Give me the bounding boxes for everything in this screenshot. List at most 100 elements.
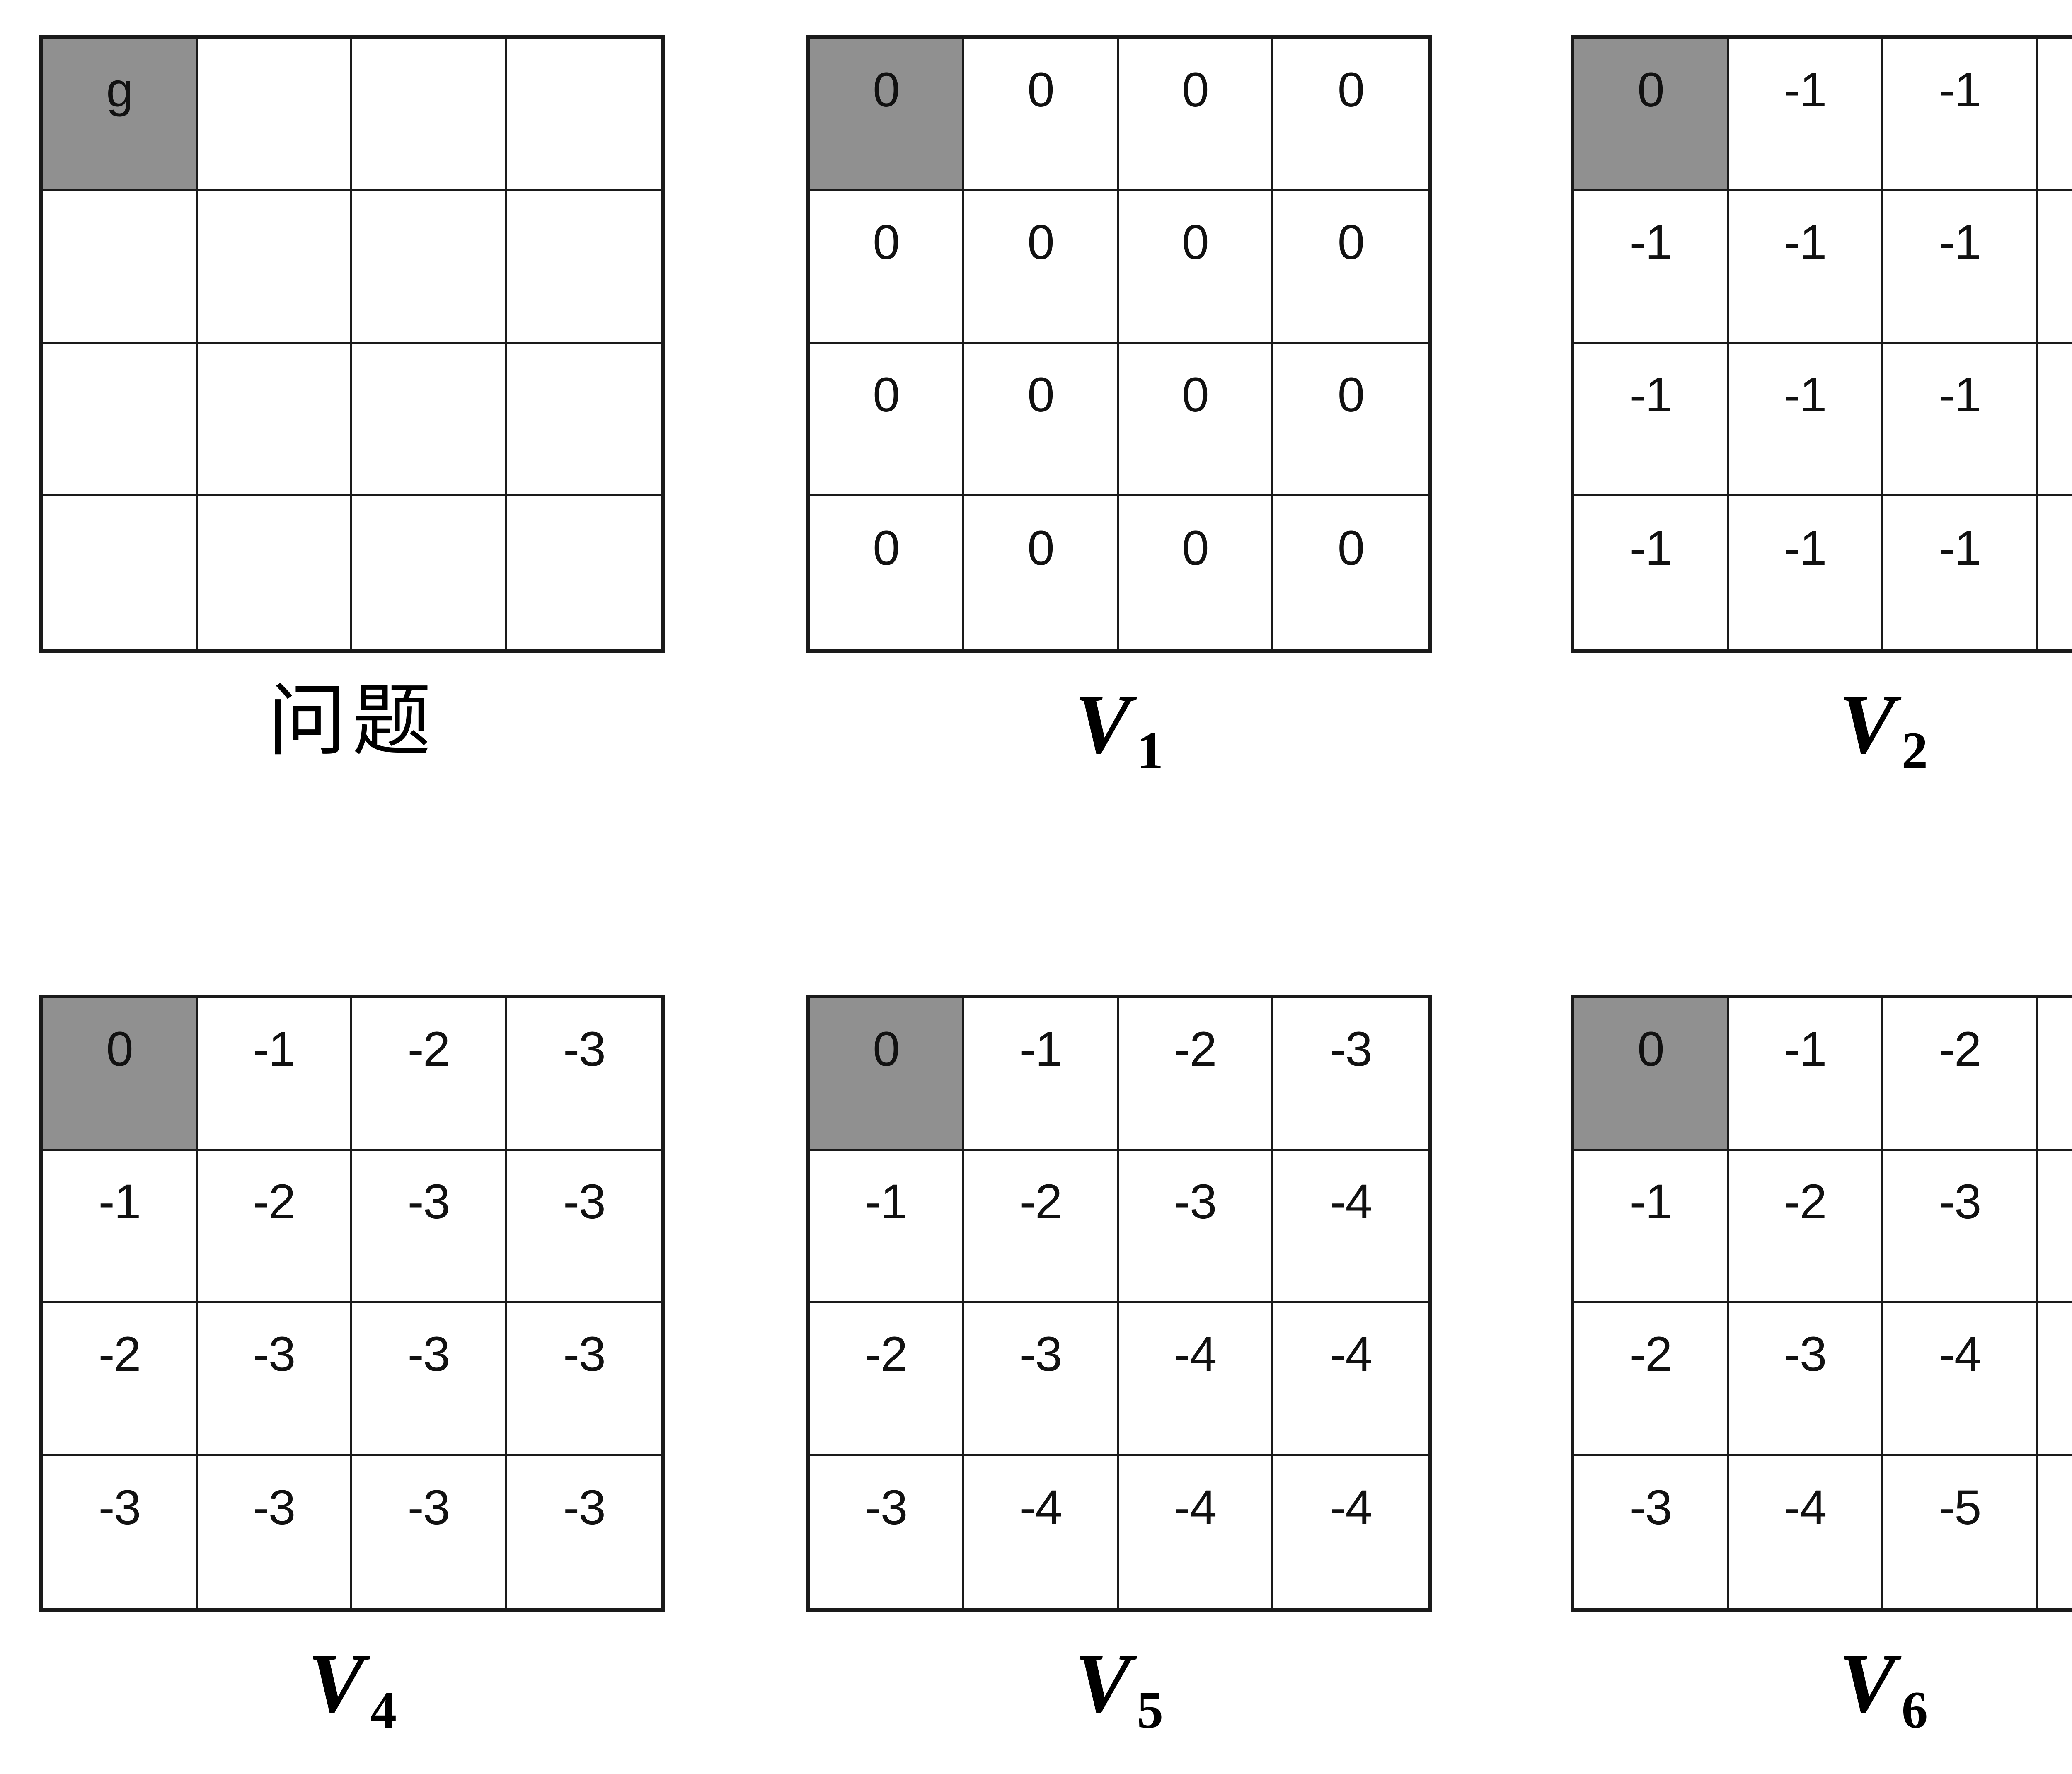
grid-cell	[352, 344, 507, 496]
cell-value: 0	[1027, 63, 1055, 118]
grid-cell: -3	[507, 1303, 661, 1456]
cell-value: -1	[1784, 1022, 1827, 1077]
grid-v5: 0-1-2-3-1-2-3-4-2-3-4-4-3-4-4-4	[806, 995, 1432, 1612]
cell-value: -3	[1939, 1174, 1982, 1229]
grid-cell	[198, 496, 352, 649]
grid-cell	[198, 39, 352, 191]
panel-caption-v2: V2	[1571, 682, 2072, 777]
grid-cell: -2	[198, 1151, 352, 1303]
grid-cell: -1	[43, 1151, 198, 1303]
cell-value: -5	[2038, 1483, 2072, 1532]
grid-cell: 0	[964, 344, 1119, 496]
grid-cell: -2	[1729, 1151, 1883, 1303]
cell-value: -3	[407, 1480, 450, 1535]
cell-value: 0	[1337, 215, 1365, 270]
panel-v6: 0-1-2-3-1-2-3-4-2-3-4-5-3-4-5-5V6	[1571, 995, 2072, 1737]
cell-value: -3	[2038, 1025, 2072, 1074]
cell-value: 0	[106, 1022, 133, 1077]
cell-value: -1	[1629, 1174, 1673, 1229]
grid-cell: -1	[1729, 39, 1883, 191]
panel-v2: 0-1-1-1-1-1-1-1-1-1-1-1-1-1-1-1V2	[1571, 35, 2072, 777]
grid-cell: 0	[1119, 344, 1273, 496]
cell-value: -3	[1019, 1327, 1063, 1382]
cell-value: -1	[2038, 370, 2072, 419]
grid-cell: -4	[1119, 1456, 1273, 1608]
grid-problem: g	[39, 35, 665, 653]
cell-value: -4	[1939, 1327, 1982, 1382]
cell-value: -3	[1174, 1174, 1217, 1229]
grid-cell: -2	[1574, 1303, 1729, 1456]
cell-value: -3	[563, 1327, 606, 1382]
grid-cell: -1	[198, 998, 352, 1151]
cell-value: 0	[1337, 63, 1365, 118]
cell-value: 0	[1027, 215, 1055, 270]
cell-value: -3	[98, 1480, 141, 1535]
caption-symbol: V	[1074, 677, 1133, 771]
grid-cell: -3	[198, 1456, 352, 1608]
cell-value: -1	[1629, 215, 1673, 270]
grid-cell: -3	[964, 1303, 1119, 1456]
cell-value: 0	[1337, 368, 1365, 423]
cell-value: -1	[1629, 368, 1673, 423]
grid-cell: 0	[810, 39, 964, 191]
caption-subscript: 5	[1137, 1681, 1164, 1740]
grid-cell: -1	[1729, 998, 1883, 1151]
cell-value: -1	[1784, 368, 1827, 423]
cell-value: 0	[1027, 368, 1055, 423]
cell-value: -2	[865, 1327, 908, 1382]
cell-value: -1	[1939, 521, 1982, 576]
cell-value: -5	[2038, 1330, 2072, 1379]
cell-value: -2	[407, 1022, 450, 1077]
grid-cell: -3	[198, 1303, 352, 1456]
grid-cell: -4	[2038, 1151, 2072, 1303]
cell-value: -1	[98, 1174, 141, 1229]
grid-cell: -3	[507, 1456, 661, 1608]
cell-value: -4	[1330, 1327, 1372, 1382]
grid-cell: 0	[810, 344, 964, 496]
cell-value: -3	[407, 1327, 450, 1382]
grid-cell: -1	[1574, 496, 1729, 649]
grid-cell: -2	[43, 1303, 198, 1456]
cell-value: -1	[1939, 215, 1982, 270]
cell-value: -1	[1784, 215, 1827, 270]
cell-value: -2	[1629, 1327, 1673, 1382]
cell-value: -3	[253, 1327, 296, 1382]
cell-value: -1	[1939, 368, 1982, 423]
cell-value: -1	[2038, 524, 2072, 573]
grid-cell: -3	[1119, 1151, 1273, 1303]
grid-cell: -1	[1729, 344, 1883, 496]
cell-value: -3	[1629, 1480, 1673, 1535]
cell-value: -1	[1784, 521, 1827, 576]
grid-cell: -3	[2038, 998, 2072, 1151]
cell-value: -4	[1784, 1480, 1827, 1535]
grid-cell: -4	[1883, 1303, 2038, 1456]
cell-value: -1	[253, 1022, 296, 1077]
grid-cell: -3	[1273, 998, 1428, 1151]
grid-cell: -1	[1574, 344, 1729, 496]
grid-cell: -1	[2038, 344, 2072, 496]
grid-cell: -1	[1883, 39, 2038, 191]
caption-subscript: 4	[370, 1681, 397, 1740]
grid-cell	[507, 191, 661, 344]
grid-cell: -3	[1729, 1303, 1883, 1456]
grid-cell: -4	[1273, 1456, 1428, 1608]
grid-cell: -3	[507, 998, 661, 1151]
caption-symbol: V	[1839, 677, 1898, 771]
grid-v6: 0-1-2-3-1-2-3-4-2-3-4-5-3-4-5-5	[1571, 995, 2072, 1612]
cell-value: -4	[1174, 1480, 1217, 1535]
grid-cell: 0	[1273, 39, 1428, 191]
cell-value: -2	[1174, 1022, 1217, 1077]
grid-cell: -2	[964, 1151, 1119, 1303]
grid-cell: -5	[2038, 1303, 2072, 1456]
grid-cell: 0	[1119, 496, 1273, 649]
cell-value: 0	[1337, 521, 1365, 576]
cell-value: -2	[253, 1174, 296, 1229]
grid-cell: -1	[1574, 1151, 1729, 1303]
grid-cell: -1	[2038, 39, 2072, 191]
cell-value: -1	[2038, 218, 2072, 267]
grid-cell: -4	[1729, 1456, 1883, 1608]
grid-cell: -1	[1729, 191, 1883, 344]
grid-cell	[507, 496, 661, 649]
